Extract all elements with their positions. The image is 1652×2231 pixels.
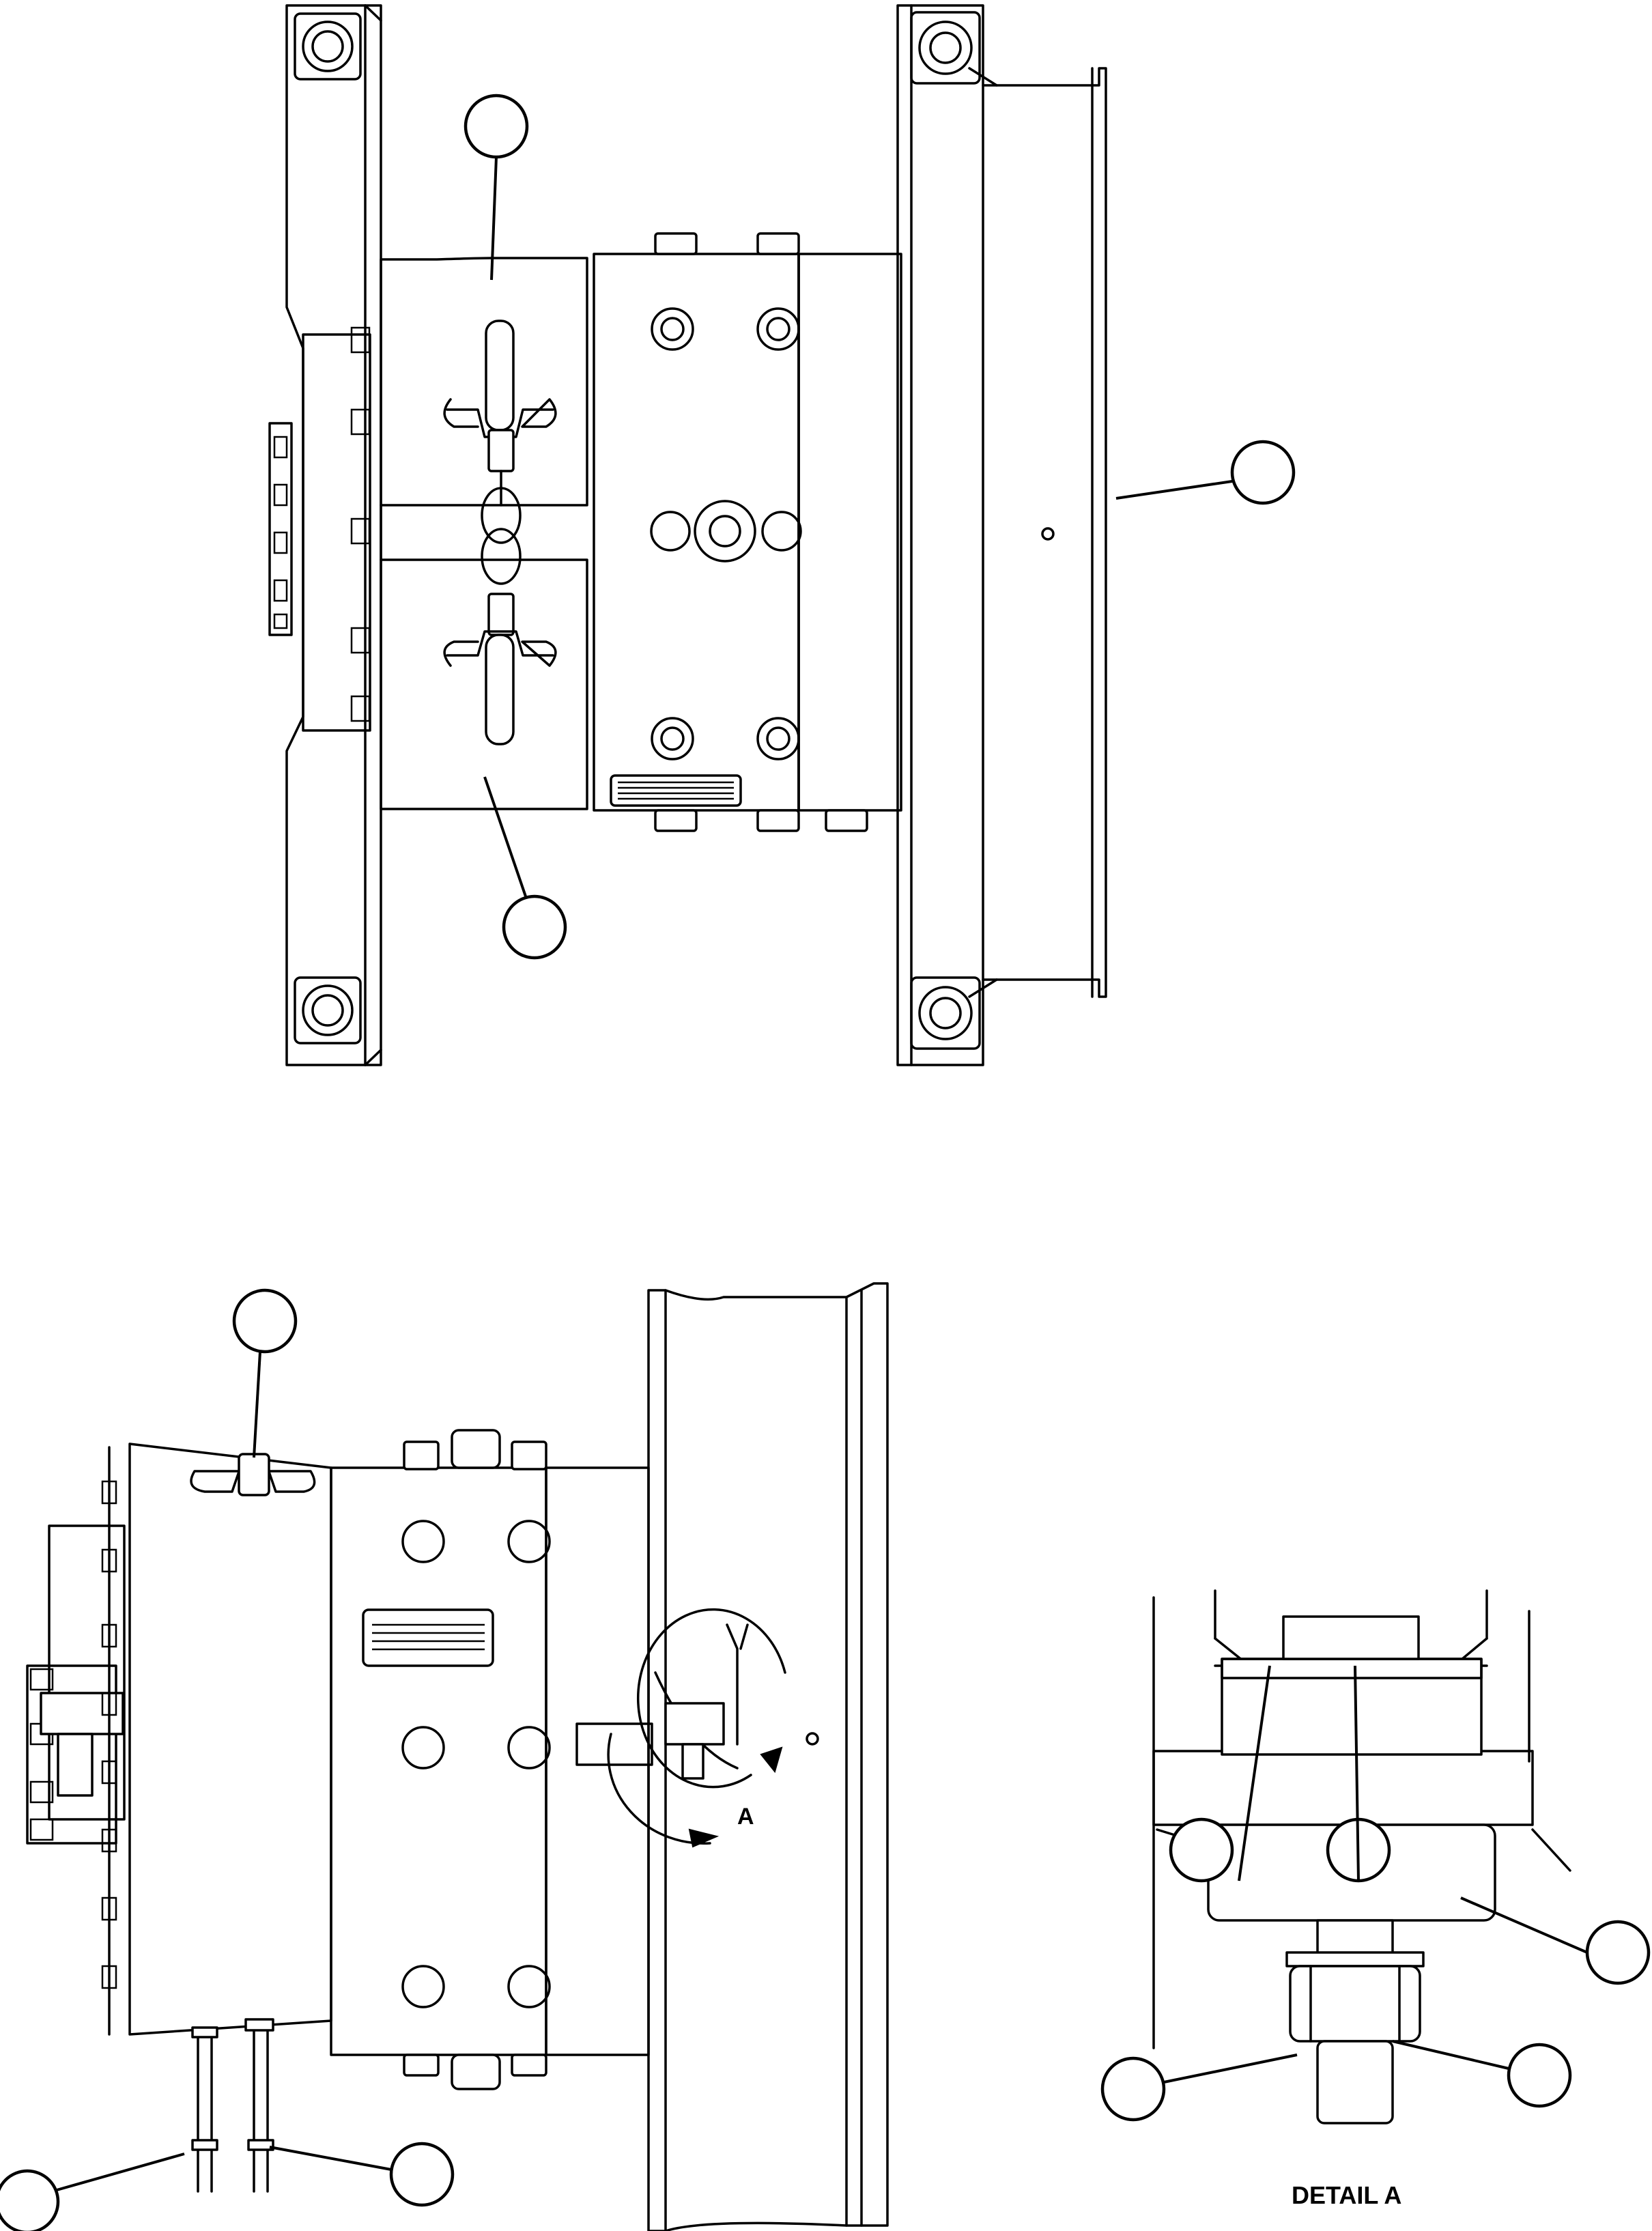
right-pulley xyxy=(898,5,1106,1065)
bracket-bolt-bottom-left xyxy=(295,978,360,1043)
callout-top-2 xyxy=(1116,442,1294,503)
callout-detail-1 xyxy=(1171,1819,1232,1881)
housing-bolts xyxy=(651,309,801,759)
lower-latch xyxy=(444,529,556,744)
callout-top-1 xyxy=(466,96,527,280)
left-bracket xyxy=(287,5,381,1065)
bracket-bolt-top-left xyxy=(295,14,360,79)
detail-view: DETAIL A xyxy=(1102,1591,1649,2209)
callout-side-1 xyxy=(234,1290,296,1458)
pulley-bolt-top xyxy=(911,12,980,83)
center-housing xyxy=(594,254,799,810)
view-letter: A xyxy=(737,1804,754,1830)
side-name-plate xyxy=(363,1610,493,1666)
side-view: A xyxy=(0,1283,887,2231)
side-pulley xyxy=(649,1283,887,2231)
side-latch xyxy=(191,1454,315,1495)
callout-side-3 xyxy=(270,2144,453,2205)
top-view xyxy=(270,5,1294,1065)
side-housing-bolts xyxy=(403,1521,550,2007)
detail-title: DETAIL A xyxy=(1292,2181,1401,2209)
upper-clamp-block xyxy=(381,258,587,505)
callout-top-3 xyxy=(485,777,565,958)
callout-detail-4 xyxy=(1393,2041,1570,2106)
upper-latch xyxy=(444,321,556,543)
callout-detail-3 xyxy=(1461,1898,1649,1983)
callout-side-2 xyxy=(0,2154,184,2231)
callout-detail-5 xyxy=(1102,2055,1297,2120)
lower-clamp-block xyxy=(381,560,587,809)
name-plate xyxy=(611,776,741,806)
detail-a-marker: A xyxy=(577,1610,818,1847)
hoses xyxy=(193,2019,273,2191)
pulley-bolt-bottom xyxy=(911,978,980,1049)
